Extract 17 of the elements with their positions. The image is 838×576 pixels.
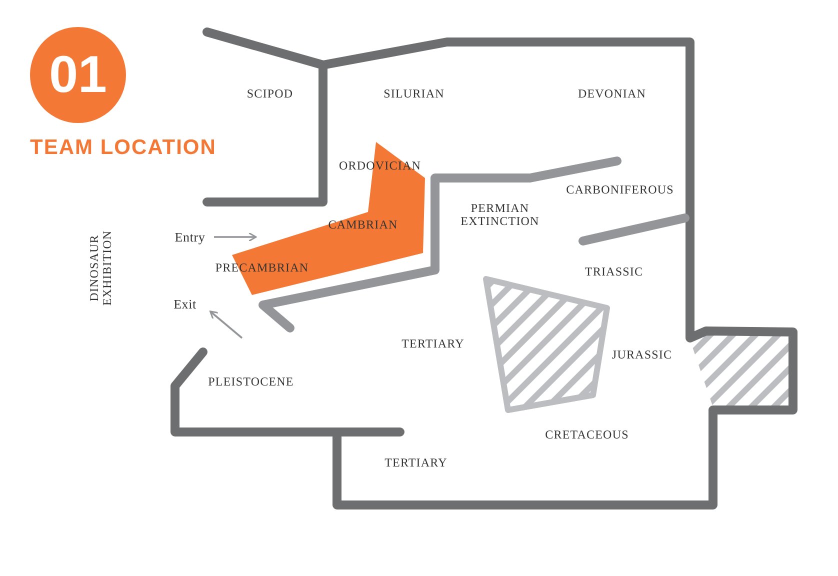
room-label: TERTIARY <box>384 456 448 470</box>
number-label: 01 <box>49 49 107 101</box>
room-label: SILURIAN <box>384 88 444 100</box>
room-label: JURASSIC <box>612 348 672 362</box>
room-label: TERTIARY <box>402 338 464 350</box>
exhibition-label: DINOSAUR EXHIBITION <box>88 229 114 308</box>
entry-label: Entry <box>174 230 206 244</box>
exit-label: Exit <box>174 298 196 310</box>
room-label: TRIASSIC <box>584 266 644 278</box>
room-label: CARBONIFEROUS <box>566 184 674 196</box>
room-label: PLEISTOCENE <box>208 376 294 388</box>
room-label: DEVONIAN <box>578 88 646 100</box>
room-label: PERMIAN EXTINCTION <box>460 202 540 228</box>
room-label: SCIPOD <box>246 88 294 100</box>
title: TEAM LOCATION <box>30 136 216 160</box>
room-label: CRETACEOUS <box>545 428 629 442</box>
room-label: CAMBRIAN <box>328 218 398 232</box>
